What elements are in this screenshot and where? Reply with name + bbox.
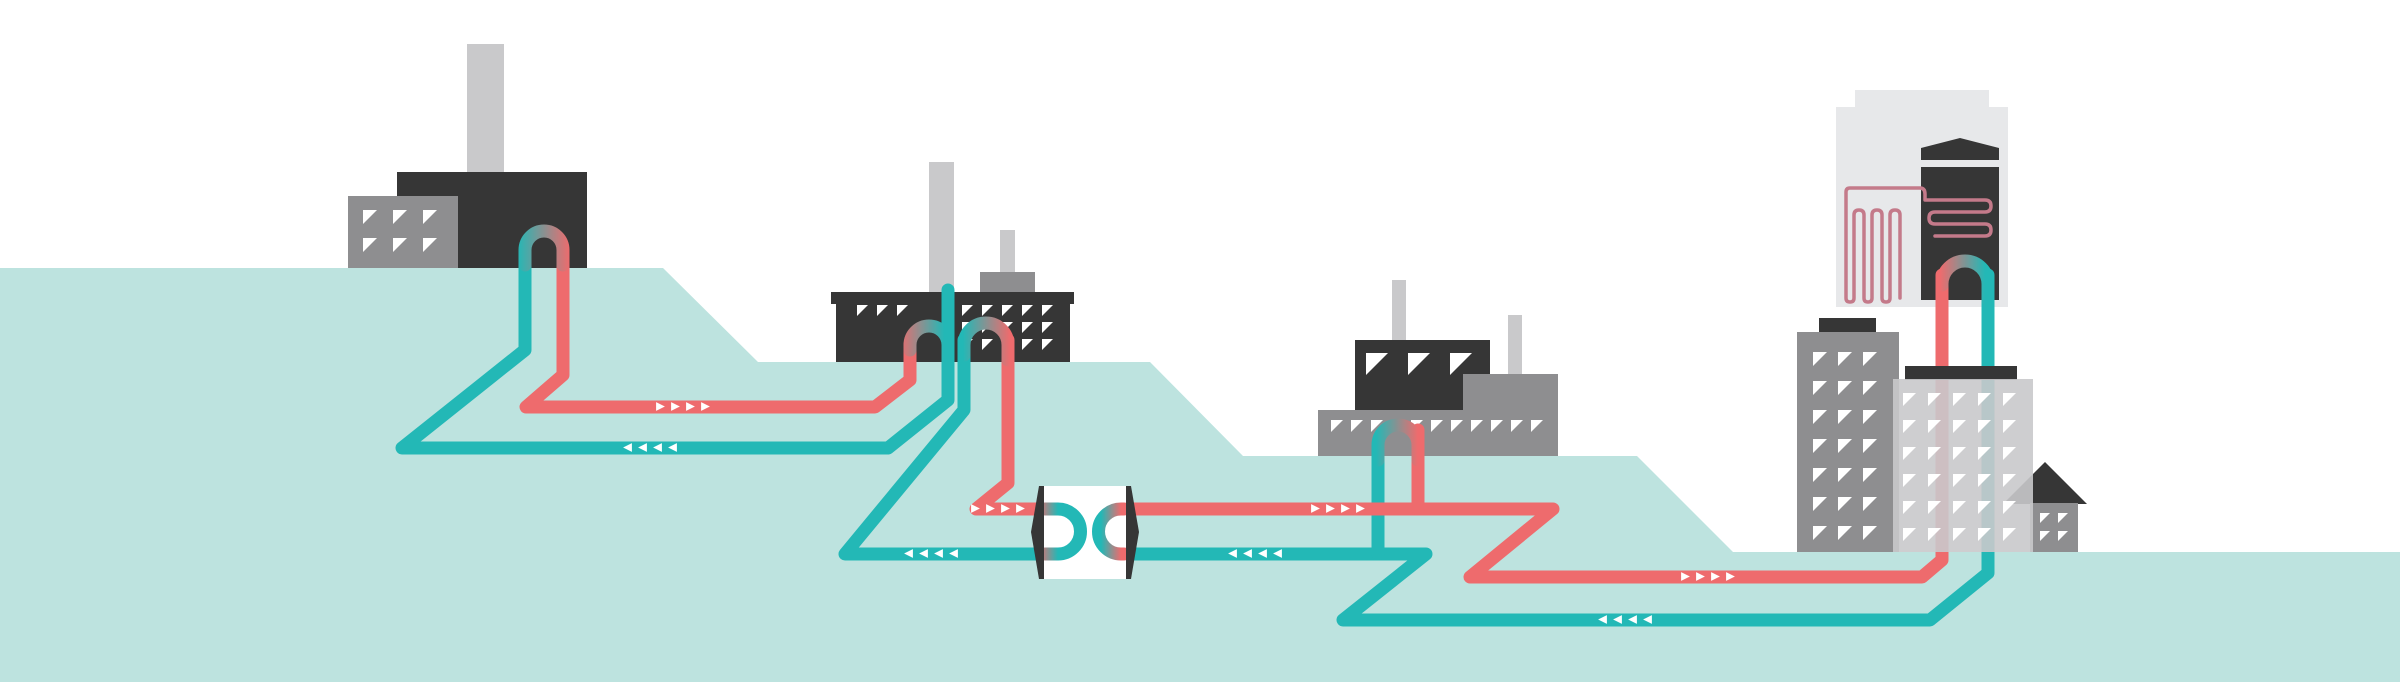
house-body	[2030, 503, 2078, 552]
factory-small-chimney-2	[1508, 315, 1522, 375]
heat-exchanger-plate-right	[1126, 486, 1139, 579]
factory-small	[1318, 280, 1558, 456]
apartment-building-icon	[1797, 318, 1899, 552]
heat-storage-pipe-loop	[1935, 254, 1995, 307]
factory-small-windows	[1331, 353, 1543, 432]
factory-small-base	[1318, 410, 1558, 456]
heat-exchanger-loop-left	[1038, 502, 1087, 561]
supply-pipe-segment-2	[969, 333, 1052, 516]
power-plant-chimney	[467, 44, 504, 174]
residential-tower-cap	[1819, 318, 1876, 334]
power-plant-annex	[348, 196, 458, 268]
industrial-plant-chimney-small	[1000, 230, 1015, 272]
industrial-plant-chimney-tall	[929, 162, 954, 292]
residential-building-light	[1893, 366, 2033, 552]
factory-small-pipe-loop	[1371, 418, 1425, 467]
residential-building-light-body	[1893, 379, 2033, 552]
heat-storage-housing-top	[1855, 90, 1989, 110]
residential-building-light-windows	[1903, 393, 2016, 541]
pipe-loops	[518, 224, 1995, 467]
residential-building-light-cap	[1905, 366, 2017, 380]
power-plant-pipe-loop	[518, 224, 570, 272]
factory-small-chimney-1	[1392, 280, 1406, 342]
power-plant	[348, 44, 587, 268]
industrial-plant-pipe-loop-1	[903, 319, 955, 367]
house-windows	[2040, 513, 2068, 541]
return-pipe-segment-2	[838, 333, 1052, 561]
residential-tower-windows	[1813, 352, 1877, 540]
factory-small-side-block	[1463, 374, 1558, 414]
industrial-plant-pipe-loop-2	[957, 316, 1015, 367]
power-plant-windows	[363, 210, 437, 252]
supply-pipe-segment-1	[519, 251, 917, 414]
heat-exchanger-plate-left	[1031, 486, 1044, 579]
heat-exchanger-icon	[1031, 486, 1139, 579]
industrial-plant-roof-box	[980, 272, 1035, 292]
heat-exchanger-loop-right	[1092, 502, 1131, 561]
heating-coil	[1844, 186, 1993, 304]
storage-tank-band	[1921, 160, 1999, 167]
